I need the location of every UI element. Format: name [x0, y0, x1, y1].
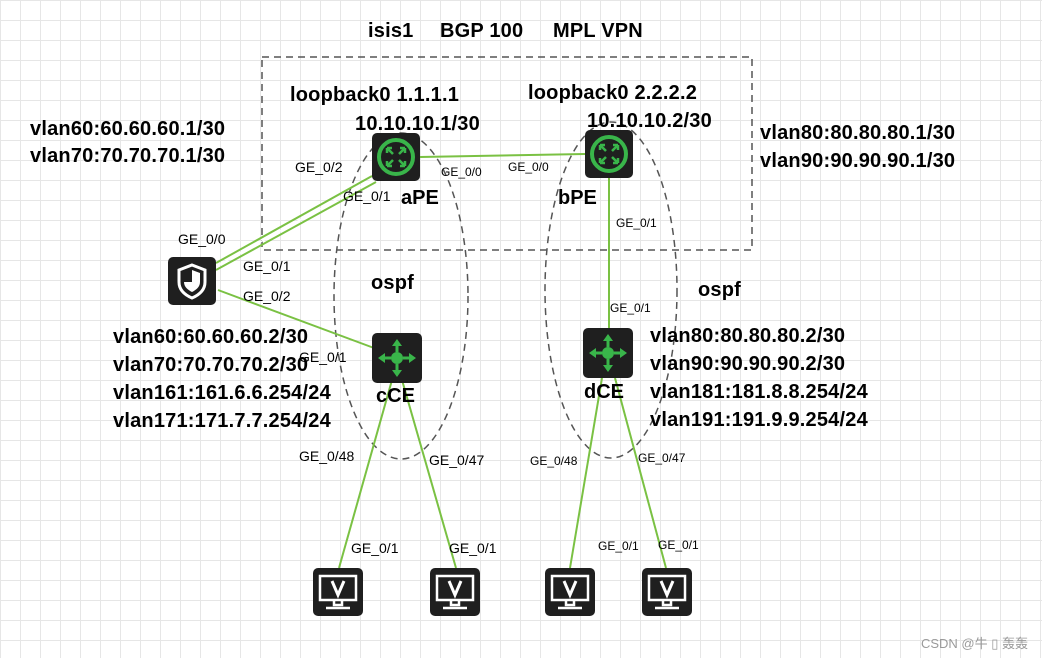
- port-label-dce-ge47: GE_0/47: [638, 451, 686, 465]
- link-dce-pc4: [614, 377, 667, 569]
- mpls-backbone-area: [261, 56, 753, 251]
- link-ape-bpe: [419, 153, 586, 158]
- cce-vlan-1: vlan60:60.60.60.2/30: [113, 326, 309, 348]
- dce-vlan-4: vlan191:191.9.9.254/24: [650, 409, 868, 431]
- port-label-fw-ge02: GE_0/2: [243, 288, 291, 304]
- ape-device-label: aPE: [401, 187, 439, 209]
- ape-link-ip: 10.10.10.1/30: [355, 113, 480, 135]
- port-label-dce-ge48: GE_0/48: [530, 454, 578, 468]
- ospf-right-label: ospf: [698, 279, 742, 301]
- dce-device-label: dCE: [584, 381, 624, 403]
- cce-vlan-2: vlan70:70.70.70.2/30: [113, 354, 309, 376]
- bpe-vlan-1: vlan80:80.80.80.1/30: [760, 122, 956, 144]
- router-icon[interactable]: [372, 133, 420, 181]
- link-dce-pc3: [569, 377, 603, 569]
- port-label-cce-ge47: GE_0/47: [429, 452, 485, 468]
- title-protocol-3: MPL VPN: [553, 20, 643, 42]
- port-label-bpe-ge00: GE_0/0: [508, 160, 549, 174]
- port-label-ape-ge00: GE_0/0: [441, 165, 482, 179]
- bpe-vlan-2: vlan90:90.90.90.1/30: [760, 150, 956, 172]
- port-label-ape-ge01: GE_0/1: [343, 188, 391, 204]
- watermark: CSDN @牛 ▯ 轰轰: [920, 636, 1028, 651]
- cce-vlan-4: vlan171:171.7.7.254/24: [113, 410, 331, 432]
- ospf-left-label: ospf: [371, 272, 415, 294]
- cce-vlan-3: vlan161:161.6.6.254/24: [113, 382, 331, 404]
- link-cce-pc2: [401, 379, 457, 569]
- fw-vlan-1: vlan60:60.60.60.1/30: [30, 118, 226, 140]
- pc-monitor-icon[interactable]: [430, 568, 480, 616]
- title-protocol-2: BGP 100: [440, 20, 524, 42]
- port-label-pc3-ge01: GE_0/1: [598, 539, 639, 553]
- link-fw-ape-1: [215, 175, 373, 264]
- link-fw-ape-2: [215, 181, 377, 271]
- ospf-area-left: [333, 132, 469, 460]
- port-label-cce-ge48: GE_0/48: [299, 448, 355, 464]
- port-label-dce-ge01: GE_0/1: [610, 301, 651, 315]
- dce-vlan-2: vlan90:90.90.90.2/30: [650, 353, 846, 375]
- switch-icon[interactable]: [372, 333, 422, 383]
- port-label-pc4-ge01: GE_0/1: [658, 538, 699, 552]
- router-icon[interactable]: [585, 130, 633, 178]
- bpe-device-label: bPE: [558, 187, 597, 209]
- port-label-fw-ge00: GE_0/0: [178, 231, 226, 247]
- dce-vlan-1: vlan80:80.80.80.2/30: [650, 325, 846, 347]
- ape-loopback: loopback0 1.1.1.1: [290, 84, 460, 106]
- switch-icon[interactable]: [583, 328, 633, 378]
- link-fw-cce: [217, 289, 375, 349]
- port-label-ape-ge02: GE_0/2: [295, 159, 343, 175]
- port-label-pc1-ge01: GE_0/1: [351, 540, 399, 556]
- port-label-bpe-ge01: GE_0/1: [616, 216, 657, 230]
- bpe-link-ip: 10.10.10.2/30: [587, 110, 712, 132]
- title-protocol-1: isis1: [368, 20, 414, 42]
- dce-vlan-3: vlan181:181.8.8.254/24: [650, 381, 868, 403]
- cce-device-label: cCE: [376, 385, 415, 407]
- bpe-loopback: loopback0 2.2.2.2: [528, 82, 698, 104]
- port-label-fw-ge01: GE_0/1: [243, 258, 291, 274]
- link-cce-pc1: [338, 379, 393, 569]
- ospf-area-right: [544, 121, 678, 459]
- firewall-shield-icon[interactable]: [168, 257, 216, 305]
- pc-monitor-icon[interactable]: [642, 568, 692, 616]
- port-label-pc2-ge01: GE_0/1: [449, 540, 497, 556]
- pc-monitor-icon[interactable]: [545, 568, 595, 616]
- pc-monitor-icon[interactable]: [313, 568, 363, 616]
- port-label-cce-ge01: GE_0/1: [299, 349, 347, 365]
- fw-vlan-2: vlan70:70.70.70.1/30: [30, 145, 226, 167]
